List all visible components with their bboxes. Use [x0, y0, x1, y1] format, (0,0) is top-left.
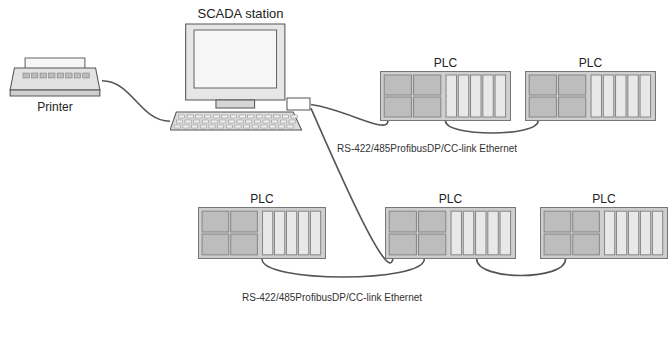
node-label: PLC	[525, 56, 656, 71]
plc-rack: PLC	[198, 192, 326, 259]
node-label: PLC	[380, 56, 511, 71]
plc-rack: PLC	[525, 56, 656, 121]
node-label: Printer	[8, 100, 102, 115]
network-cable	[262, 259, 424, 277]
printer: Printer	[8, 56, 102, 115]
plc-rack: PLC	[380, 56, 511, 121]
plc-rack: PLC	[540, 192, 668, 259]
node-label: PLC	[198, 192, 326, 207]
scada-station: SCADA station	[170, 6, 311, 134]
node-label: SCADA station	[170, 6, 311, 22]
scada-station-drawing	[170, 22, 311, 134]
plc-rack-drawing	[540, 207, 668, 259]
network-cable	[477, 259, 566, 276]
node-label: PLC	[540, 192, 668, 207]
plc-rack-drawing	[525, 71, 656, 121]
network-label: RS-422/485ProfibusDP/CC-link Ethernet	[240, 292, 424, 304]
network-cable	[446, 121, 539, 133]
network-cable	[102, 81, 170, 121]
plc-rack-drawing	[198, 207, 326, 259]
node-label: PLC	[385, 192, 516, 207]
printer-drawing	[8, 56, 102, 98]
plc-rack: PLC	[385, 192, 516, 259]
plc-rack-drawing	[380, 71, 511, 121]
network-label: RS-422/485ProfibusDP/CC-link Ethernet	[335, 143, 519, 155]
network-cable	[311, 105, 388, 126]
plc-rack-drawing	[385, 207, 516, 259]
